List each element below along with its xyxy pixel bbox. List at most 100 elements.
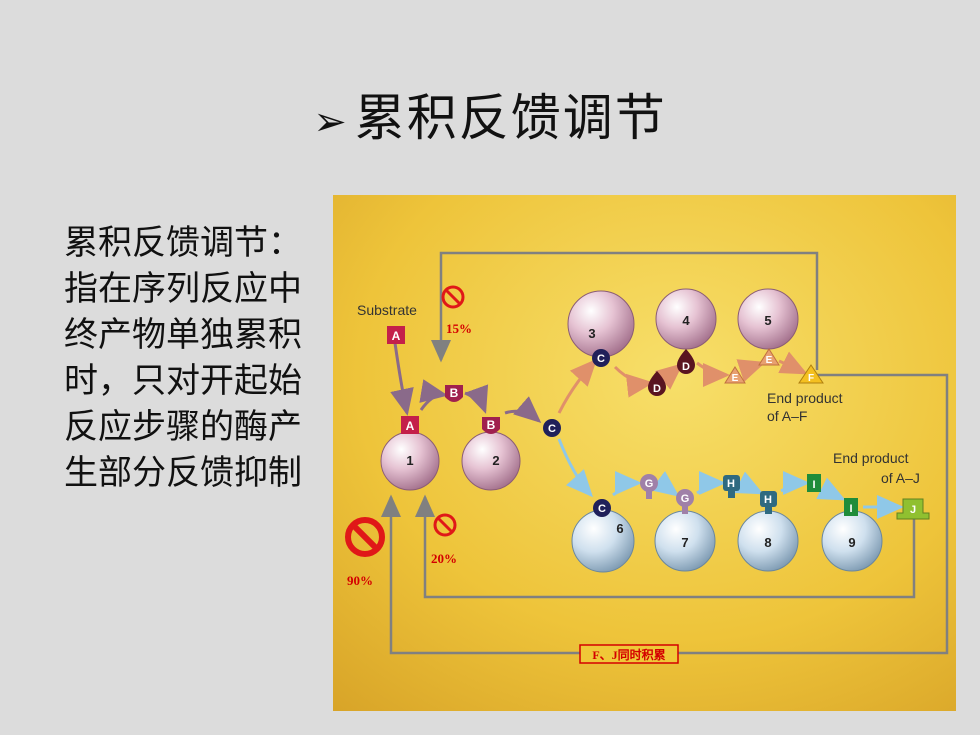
enzyme-2: 2 [461, 431, 521, 491]
arrow-c-to-g [612, 471, 642, 497]
enzyme-label-6: 6 [616, 521, 623, 536]
arrow-c-to-c-upper [557, 358, 598, 414]
inhibition-pct-b: 15% [446, 321, 472, 336]
svg-text:I: I [812, 479, 815, 491]
metabolite-h-free: H [723, 475, 740, 498]
inhibit-icon-a-90 [345, 517, 385, 557]
arrow-h-to-h [734, 471, 764, 495]
description-line-3: 终产物单独累积 [64, 315, 302, 355]
enzyme-label-3: 3 [588, 326, 595, 341]
enzyme-3: 3 [567, 290, 635, 358]
metabolite-b-bound: B [482, 417, 500, 434]
metabolite-h-bound: H [760, 491, 777, 514]
svg-text:F: F [808, 373, 814, 384]
inhibition-pct-a-90: 90% [347, 573, 373, 588]
svg-text:D: D [682, 361, 690, 373]
svg-text:H: H [764, 494, 772, 506]
enzyme-label-5: 5 [764, 313, 771, 328]
svg-text:B: B [487, 418, 496, 432]
enzyme-7: 7 [654, 510, 716, 572]
metabolite-g-free: G [640, 474, 658, 499]
metabolite-c-free: C [543, 419, 561, 437]
svg-text:F、J同时积累: F、J同时积累 [592, 647, 665, 662]
arrow-b-to-c [504, 396, 542, 423]
svg-text:B: B [450, 386, 459, 400]
feedback-lines [381, 251, 949, 655]
metabolite-a-substrate: A [387, 326, 405, 344]
arrow-d-to-e [696, 361, 730, 387]
description-line-4: 时，只对开起始 [64, 361, 302, 401]
feedback-diagram: 1 2 3 4 5 6 7 8 9 [333, 195, 956, 711]
description-text: 累积反馈调节： 指在序列反应中 终产物单独累积 时，只对开起始 反应步骤的酶产 … [64, 220, 334, 496]
feedback-line-j-to-a [415, 494, 916, 599]
svg-text:G: G [645, 478, 654, 490]
title-text: 累积反馈调节 [354, 89, 667, 147]
enzyme-label-4: 4 [682, 313, 690, 328]
arrow-e-to-f [778, 351, 808, 375]
svg-text:G: G [681, 493, 690, 505]
title-bullet-icon: ➢ [313, 99, 349, 145]
description-line-2: 指在序列反应中 [64, 269, 302, 309]
slide-title: ➢累积反馈调节 [0, 78, 980, 150]
pathway-arrows [390, 342, 904, 519]
feedback-line-combined [381, 373, 949, 655]
enzyme-label-1: 1 [406, 453, 413, 468]
enzyme-label-2: 2 [492, 453, 499, 468]
metabolite-a-bound: A [401, 416, 419, 434]
metabolite-c-upper: C [592, 349, 610, 367]
metabolite-e-free: E [724, 366, 746, 384]
inhibit-icon-b [441, 285, 465, 309]
end-product-aj-label-2: of A–J [881, 470, 920, 486]
metabolite-i-free: I [807, 474, 821, 492]
metabolite-c-lower: C [593, 499, 611, 517]
inhibit-icon-a-20 [433, 513, 457, 537]
metabolite-d-bound: D [677, 349, 695, 374]
svg-text:I: I [849, 503, 852, 515]
metabolite-f: F [798, 364, 824, 384]
arrow-c-to-d [613, 365, 654, 398]
inhibition-pct-a-20: 20% [431, 551, 457, 566]
svg-text:A: A [406, 419, 415, 433]
metabolite-j: J [896, 498, 930, 520]
end-product-af-label-1: End product [767, 390, 843, 406]
metabolite-b-free: B [445, 385, 463, 402]
metabolite-e-bound: E [758, 348, 780, 366]
description-line-1: 累积反馈调节： [64, 223, 302, 263]
description-line-6: 生部分反馈抑制 [64, 453, 302, 493]
svg-text:A: A [392, 329, 401, 343]
enzyme-4: 4 [655, 288, 717, 350]
enzyme-label-8: 8 [764, 535, 771, 550]
enzyme-5: 5 [737, 288, 799, 350]
end-product-aj-label-1: End product [833, 450, 909, 466]
arrow-a-to-a [390, 342, 414, 416]
enzyme-label-9: 9 [848, 535, 855, 550]
arrow-b-to-b [464, 384, 489, 414]
combined-accumulation-label: F、J同时积累 [579, 644, 679, 664]
svg-text:J: J [910, 504, 916, 516]
arrow-a-to-b [419, 379, 448, 411]
arrow-g-to-g [650, 471, 680, 497]
svg-text:E: E [732, 373, 739, 384]
svg-text:D: D [653, 383, 661, 395]
svg-text:C: C [548, 423, 556, 435]
enzyme-1: 1 [380, 431, 440, 491]
description-line-5: 反应步骤的酶产 [64, 407, 302, 447]
svg-text:H: H [727, 478, 735, 490]
feedback-line-f-to-b [431, 251, 819, 370]
metabolite-i-bound: I [844, 498, 858, 516]
arrow-c-to-c-lower [557, 438, 594, 498]
arrow-i-to-i [816, 477, 846, 501]
svg-text:C: C [597, 353, 605, 365]
enzyme-label-7: 7 [681, 535, 688, 550]
svg-text:C: C [598, 503, 606, 515]
substrate-label: Substrate [357, 302, 417, 318]
end-product-af-label-2: of A–F [767, 408, 807, 424]
metabolite-d-free: D [648, 371, 666, 396]
svg-text:E: E [766, 355, 773, 366]
enzyme-9: 9 [821, 510, 883, 572]
arrow-g-to-h [696, 471, 726, 496]
enzyme-6: 6 [571, 509, 635, 573]
enzyme-8: 8 [737, 510, 799, 572]
arrow-h-to-i [780, 471, 810, 496]
metabolite-g-bound: G [676, 489, 694, 514]
